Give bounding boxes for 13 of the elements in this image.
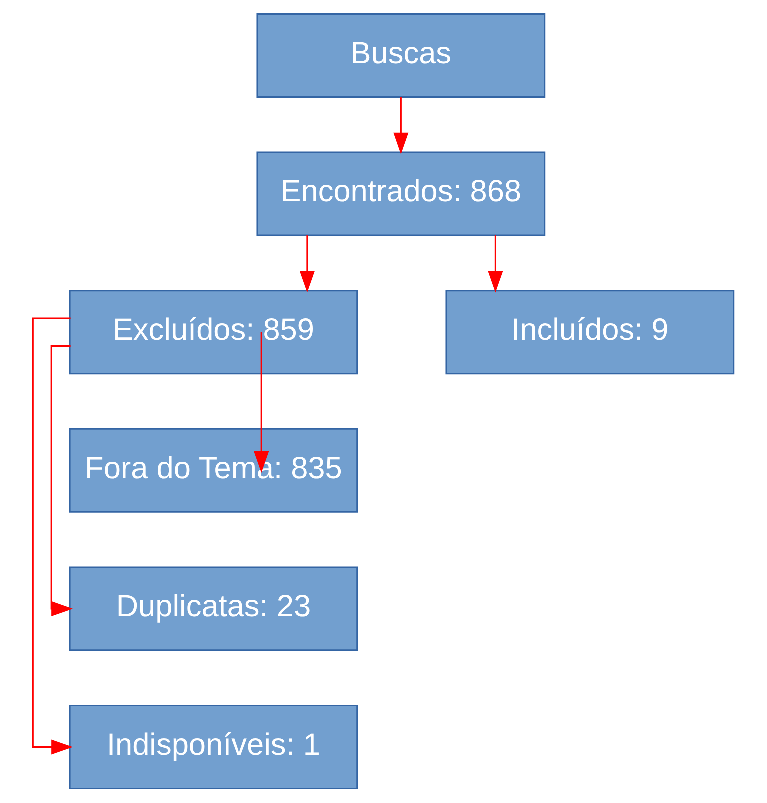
arrow (50, 345, 74, 616)
node-box: Fora do Tema: 835 (69, 428, 358, 513)
node-box: Excluídos: 859 (69, 290, 358, 375)
arrow (488, 236, 504, 293)
node-box: Incluídos: 9 (446, 290, 735, 375)
arrow (32, 318, 74, 755)
node-box: Encontrados: 868 (256, 152, 546, 236)
arrow (300, 236, 315, 293)
node-box: Duplicatas: 23 (69, 566, 358, 652)
arrow (254, 332, 270, 473)
node-box: Buscas (256, 14, 546, 98)
arrow (394, 97, 409, 154)
node-box: Indisponíveis: 1 (69, 704, 358, 790)
